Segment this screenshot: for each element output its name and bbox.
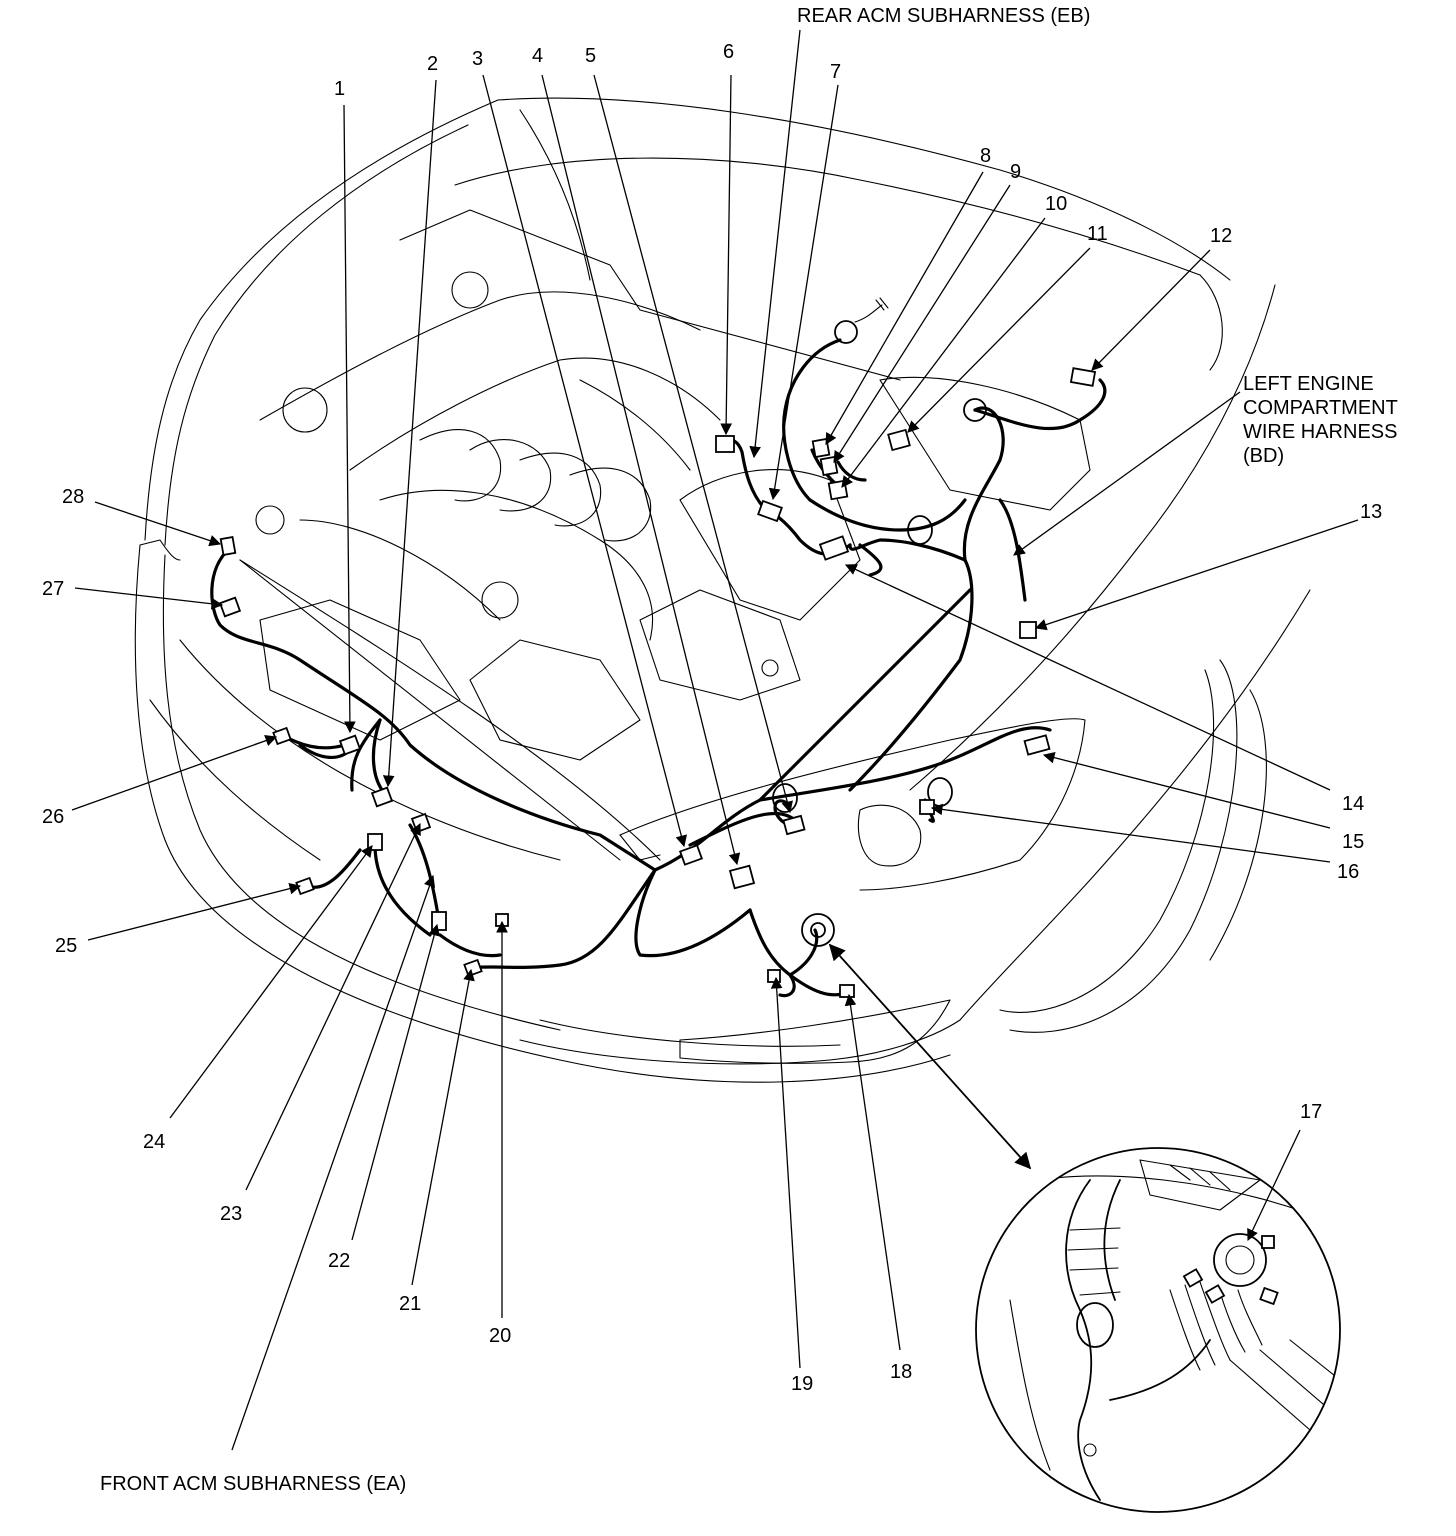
callout-23: 23 — [220, 1203, 242, 1225]
callout-13: 13 — [1360, 501, 1382, 523]
callout-2: 2 — [427, 53, 438, 75]
callout-24: 24 — [143, 1131, 165, 1153]
callout-25: 25 — [55, 935, 77, 957]
callout-11: 11 — [1087, 223, 1108, 245]
callout-20: 20 — [489, 1325, 511, 1347]
harness-labels: REAR ACM SUBHARNESS (EB) FRONT ACM SUBHA… — [100, 5, 1398, 1495]
callout-1: 1 — [334, 78, 345, 100]
front-acm-label: FRONT ACM SUBHARNESS (EA) — [100, 1473, 406, 1495]
callout-15: 15 — [1342, 831, 1364, 853]
callout-4: 4 — [532, 45, 543, 67]
left-engine-label-line3: WIRE HARNESS — [1243, 421, 1397, 443]
callout-5: 5 — [585, 45, 596, 67]
wire-harnesses — [210, 297, 1107, 998]
zoom-detail — [975, 1147, 1341, 1513]
callout-8: 8 — [980, 145, 991, 167]
connectors — [218, 367, 1097, 998]
callout-3: 3 — [472, 48, 483, 70]
callout-14: 14 — [1342, 793, 1364, 815]
left-engine-label-line2: COMPARTMENT — [1243, 397, 1398, 419]
callout-28: 28 — [62, 486, 84, 508]
callout-12: 12 — [1210, 225, 1232, 247]
callout-7: 7 — [830, 61, 841, 83]
callout-21: 21 — [399, 1293, 421, 1315]
callout-19: 19 — [791, 1373, 813, 1395]
leader-lines — [71, 29, 1359, 1451]
callout-numbers: 1 2 3 4 5 6 7 8 9 10 11 12 13 14 15 16 1… — [42, 41, 1382, 1395]
callout-9: 9 — [1010, 161, 1021, 183]
callout-16: 16 — [1337, 861, 1359, 883]
callout-17: 17 — [1300, 1101, 1322, 1123]
vehicle-outline — [134, 97, 1311, 1083]
callout-27: 27 — [42, 578, 64, 600]
left-engine-label-line1: LEFT ENGINE — [1243, 373, 1374, 395]
engine-detail — [255, 109, 1091, 761]
callout-10: 10 — [1045, 193, 1067, 215]
callout-6: 6 — [723, 41, 734, 63]
rear-acm-label: REAR ACM SUBHARNESS (EB) — [797, 5, 1090, 27]
callout-26: 26 — [42, 806, 64, 828]
callout-22: 22 — [328, 1250, 350, 1272]
callout-18: 18 — [890, 1361, 912, 1383]
left-engine-label-line4: (BD) — [1243, 445, 1284, 467]
